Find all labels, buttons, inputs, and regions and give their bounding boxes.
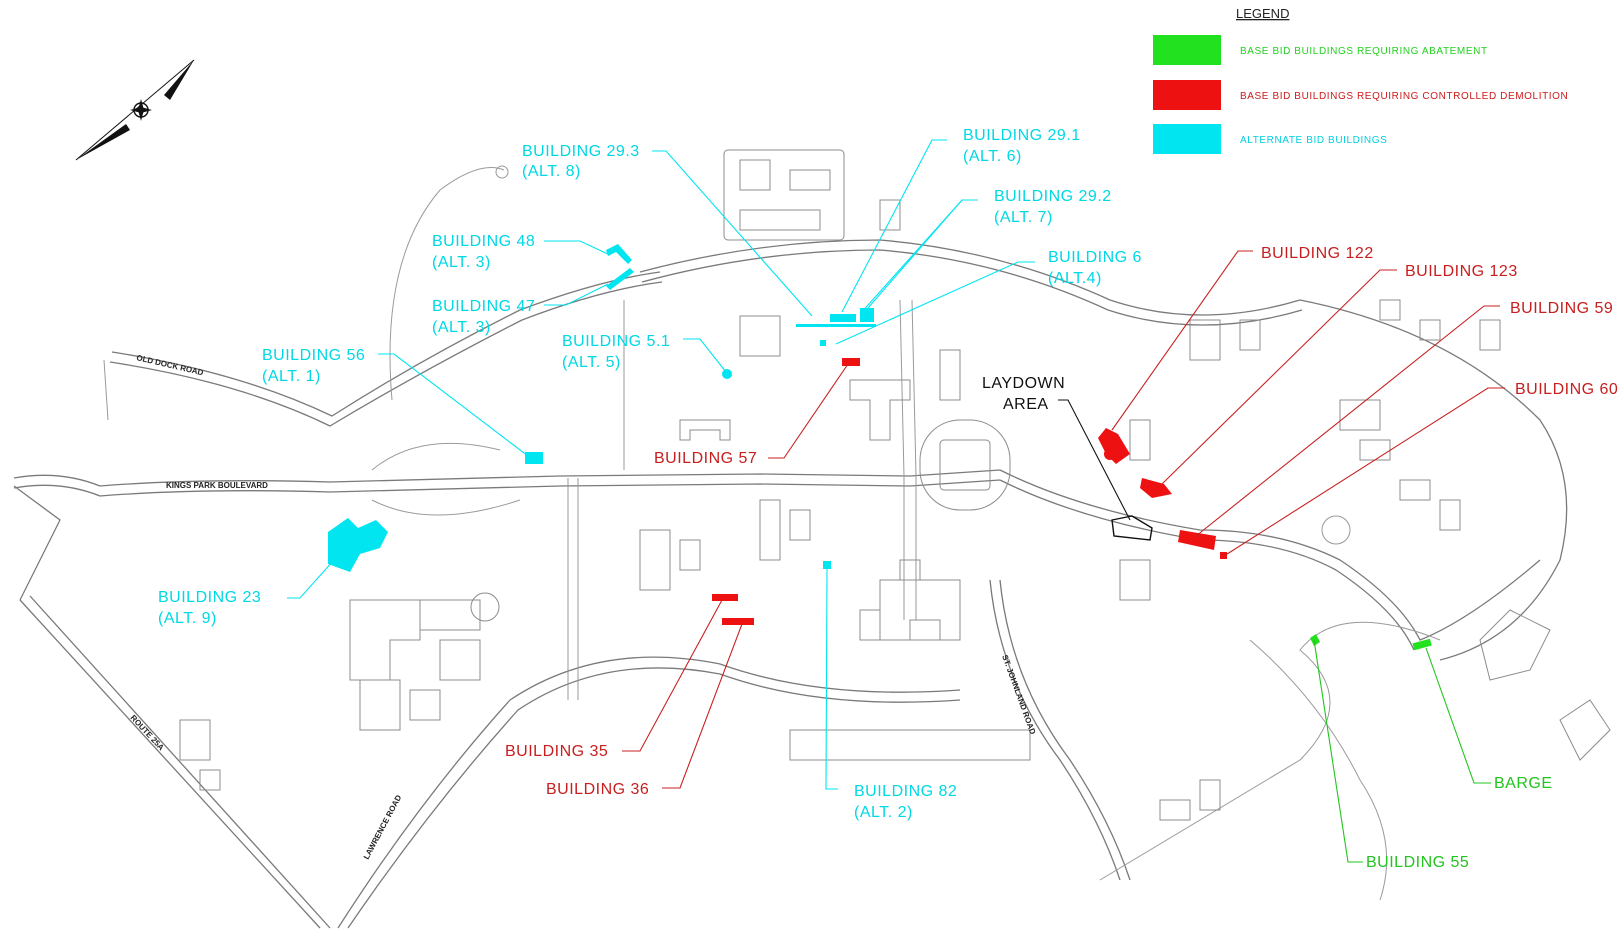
label-building-23-alt: (ALT. 9) (158, 610, 217, 627)
north-arrow-icon (75, 59, 195, 161)
demolition-buildings (712, 358, 1227, 625)
leader-lines-demolition (622, 250, 1505, 789)
label-building-56-alt: (ALT. 1) (262, 368, 321, 385)
alternate-bid-buildings (328, 244, 876, 572)
label-building-82: BUILDING 82 (854, 783, 957, 800)
label-building-29-1-alt: (ALT. 6) (963, 148, 1022, 165)
building-5-1-footprint (722, 369, 732, 379)
lawrence-road-label: LAWRENCE ROAD (362, 793, 404, 861)
label-building-60: BUILDING 60 (1515, 381, 1618, 398)
label-building-55: BUILDING 55 (1366, 854, 1469, 871)
label-building-5-1-alt: (ALT. 5) (562, 354, 621, 371)
label-building-29-1: BUILDING 29.1 (963, 127, 1081, 144)
old-dock-road-label: OLD DOCK ROAD (136, 353, 205, 377)
legend-swatch-abatement (1153, 35, 1221, 65)
building-29-2-footprint (860, 308, 874, 322)
building-82-footprint (823, 561, 831, 569)
building-47-footprint (606, 268, 634, 290)
demolition-labels: BUILDING 57 BUILDING 35 BUILDING 36 BUIL… (505, 245, 1618, 798)
legend-label-abatement: BASE BID BUILDINGS REQUIRING ABATEMENT (1240, 46, 1488, 57)
label-building-29-2-alt: (ALT. 7) (994, 209, 1053, 226)
building-35-footprint (712, 594, 738, 601)
label-building-29-3-alt: (ALT. 8) (522, 163, 581, 180)
building-59-footprint (1178, 530, 1216, 550)
abatement-labels: BARGE BUILDING 55 (1366, 775, 1553, 871)
building-56-footprint (525, 452, 543, 464)
label-barge: BARGE (1494, 775, 1553, 792)
leader-lines-abatement (1313, 639, 1491, 863)
label-building-29-2: BUILDING 29.2 (994, 188, 1112, 205)
building-123-footprint (1140, 478, 1172, 498)
legend-title: LEGEND (1236, 6, 1289, 21)
label-building-6: BUILDING 6 (1048, 249, 1142, 266)
leader-lines-alternate (287, 139, 1035, 790)
label-laydown-line1: LAYDOWN (982, 375, 1065, 392)
laydown-leader (1058, 399, 1131, 521)
label-building-29-3: BUILDING 29.3 (522, 143, 640, 160)
route-25a-label: ROUTE 25A (129, 713, 166, 752)
abatement-buildings (1310, 634, 1432, 651)
building-23-footprint (328, 518, 388, 572)
label-building-59: BUILDING 59 (1510, 300, 1613, 317)
building-48-footprint (606, 244, 632, 264)
label-building-6-alt: (ALT.4) (1048, 270, 1102, 287)
building-122-footprint (1098, 428, 1130, 464)
kings-park-blvd-label: KINGS PARK BOULEVARD (166, 481, 268, 490)
legend-label-demolition: BASE BID BUILDINGS REQUIRING CONTROLLED … (1240, 91, 1568, 102)
label-building-56: BUILDING 56 (262, 347, 365, 364)
building-57-footprint (842, 358, 860, 366)
label-building-35: BUILDING 35 (505, 743, 608, 760)
label-building-23: BUILDING 23 (158, 589, 261, 606)
label-building-47: BUILDING 47 (432, 298, 535, 315)
building-55-footprint (1310, 634, 1320, 646)
building-6-footprint (820, 340, 826, 346)
label-building-82-alt: (ALT. 2) (854, 804, 913, 821)
building-29-3-footprint (796, 324, 876, 327)
label-building-123: BUILDING 123 (1405, 263, 1518, 280)
building-29-1-footprint (830, 314, 856, 322)
existing-buildings (179, 149, 1611, 821)
legend-swatch-demolition (1153, 80, 1221, 110)
building-60-footprint (1220, 552, 1227, 559)
legend: LEGEND BASE BID BUILDINGS REQUIRING ABAT… (1153, 6, 1568, 154)
road-network (13, 165, 1568, 929)
label-building-48: BUILDING 48 (432, 233, 535, 250)
label-building-48-alt: (ALT. 3) (432, 254, 491, 271)
building-36-footprint (722, 618, 754, 625)
label-building-5-1: BUILDING 5.1 (562, 333, 670, 350)
label-building-122: BUILDING 122 (1261, 245, 1374, 262)
label-laydown-line2: AREA (1003, 396, 1049, 413)
legend-label-alternate: ALTERNATE BID BUILDINGS (1240, 135, 1387, 146)
label-building-47-alt: (ALT. 3) (432, 319, 491, 336)
label-building-57: BUILDING 57 (654, 450, 757, 467)
legend-swatch-alternate (1153, 124, 1221, 154)
barge-footprint (1412, 638, 1432, 651)
alternate-labels: BUILDING 29.3 (ALT. 8) BUILDING 29.1 (AL… (158, 127, 1142, 821)
label-building-36: BUILDING 36 (546, 781, 649, 798)
